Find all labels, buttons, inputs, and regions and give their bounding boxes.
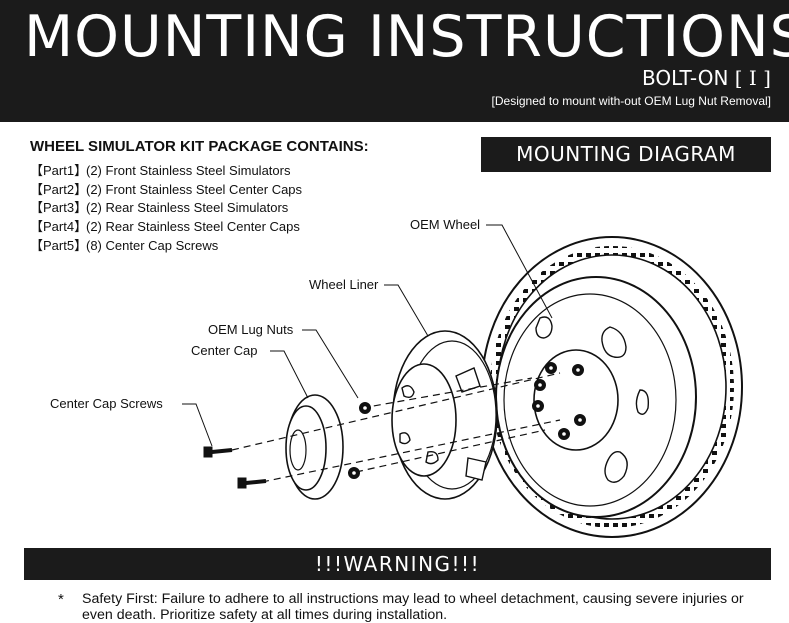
warning-banner: !!!WARNING!!! bbox=[24, 548, 771, 580]
part-item: 【Part3】(2) Rear Stainless Steel Simulato… bbox=[30, 199, 302, 218]
wheel-liner-label: Wheel Liner bbox=[309, 277, 379, 292]
callout-leaders bbox=[182, 224, 553, 447]
mount-type-label: BOLT-ON bbox=[642, 66, 729, 90]
alignment-lines bbox=[231, 372, 561, 483]
kit-contents-heading: WHEEL SIMULATOR KIT PACKAGE CONTAINS: bbox=[30, 138, 369, 155]
part-label: 【Part5】 bbox=[30, 237, 88, 253]
center-cap-drawing bbox=[285, 394, 344, 500]
oem-lug-nuts-label: OEM Lug Nuts bbox=[208, 322, 294, 337]
oem-wheel-drawing bbox=[481, 236, 743, 538]
part-label: 【Part4】 bbox=[30, 219, 88, 235]
center-cap-label: Center Cap bbox=[191, 343, 258, 358]
center-cap-screws-label: Center Cap Screws bbox=[50, 396, 163, 411]
header-bar: MOUNTING INSTRUCTIONS BOLT-ON [ I ] [Des… bbox=[0, 0, 789, 122]
page-title: MOUNTING INSTRUCTIONS bbox=[24, 4, 789, 70]
part-text: (2) Rear Stainless Steel Simulators bbox=[86, 200, 289, 216]
part-item: 【Part1】(2) Front Stainless Steel Simulat… bbox=[30, 162, 302, 181]
warning-text: Safety First: Failure to adhere to all i… bbox=[82, 591, 744, 623]
mount-tagline: [Designed to mount with-out OEM Lug Nut … bbox=[491, 94, 771, 108]
parts-list: 【Part1】(2) Front Stainless Steel Simulat… bbox=[30, 162, 302, 255]
mount-type-tag: [ I ] bbox=[734, 66, 771, 90]
wheel-liner-drawing bbox=[391, 330, 498, 500]
oem-wheel-label: OEM Wheel bbox=[410, 217, 481, 232]
part-label: 【Part1】 bbox=[30, 163, 88, 178]
part-text: (2) Rear Stainless Steel Center Caps bbox=[86, 219, 300, 235]
part-item: 【Part5】(8) Center Cap Screws bbox=[30, 237, 302, 256]
mount-type: BOLT-ON [ I ] bbox=[642, 66, 771, 90]
mounting-diagram-banner: MOUNTING DIAGRAM bbox=[481, 137, 771, 172]
warning-bullet: * bbox=[58, 591, 64, 608]
part-text: (8) Center Cap Screws bbox=[86, 237, 219, 253]
part-item: 【Part4】(2) Rear Stainless Steel Center C… bbox=[30, 218, 302, 237]
part-label: 【Part2】 bbox=[30, 181, 88, 197]
part-text: (2) Front Stainless Steel Center Caps bbox=[86, 181, 303, 197]
center-cap-screws bbox=[203, 446, 267, 489]
part-label: 【Part3】 bbox=[30, 200, 88, 216]
part-text: (2) Front Stainless Steel Simulators bbox=[86, 163, 291, 178]
part-item: 【Part2】(2) Front Stainless Steel Center … bbox=[30, 181, 302, 200]
lug-nuts bbox=[348, 362, 586, 479]
